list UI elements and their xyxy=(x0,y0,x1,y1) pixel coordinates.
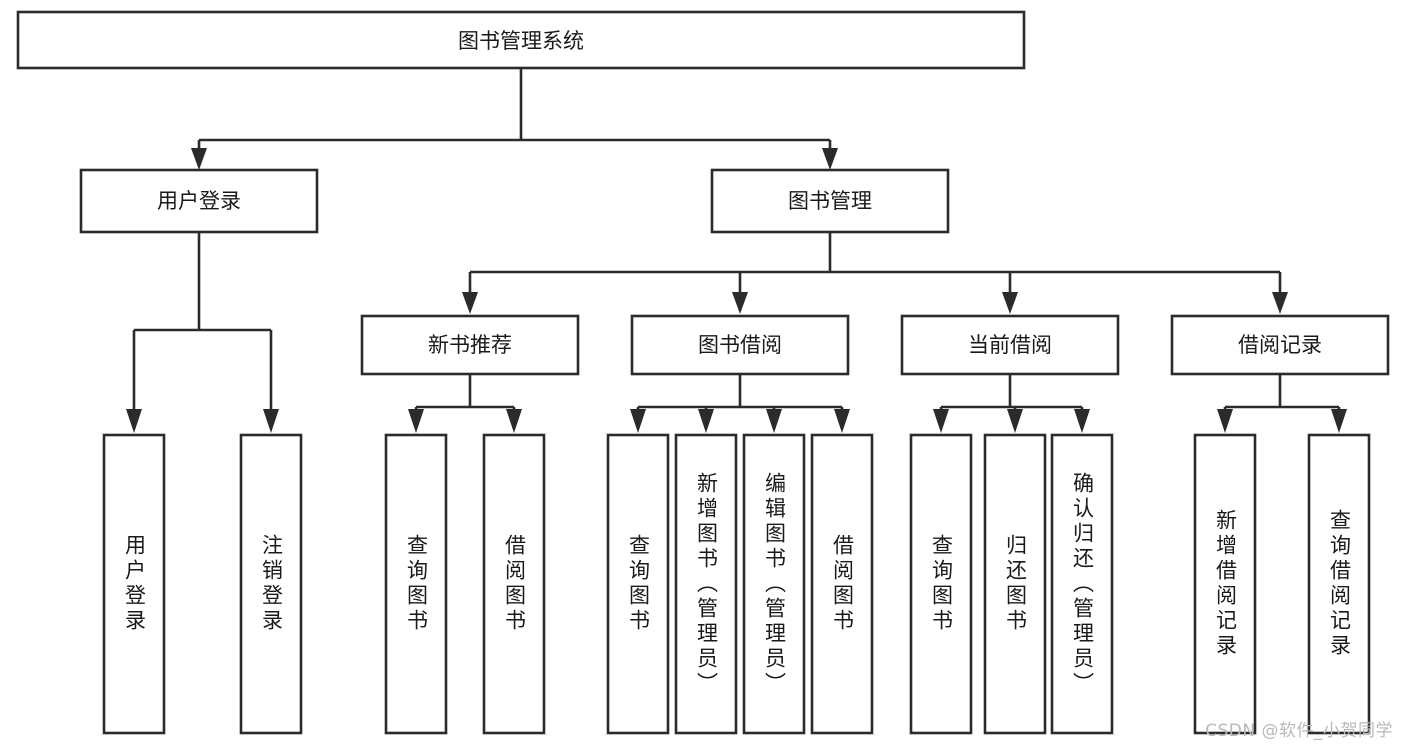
node-leaf-edit-book[interactable] xyxy=(742,433,806,735)
arrowhead-book-management xyxy=(822,148,838,170)
arrowhead-leaf-user-login xyxy=(126,409,142,433)
node-borrow-record[interactable]: 借阅记录 xyxy=(1170,314,1390,376)
arrowhead-book-borrow xyxy=(732,292,748,314)
node-leaf-query-book-1[interactable] xyxy=(384,433,448,735)
node-leaf-borrow-book-1[interactable] xyxy=(482,433,546,735)
node-leaf-logout[interactable] xyxy=(239,433,303,735)
arrowhead-current-borrow xyxy=(1002,292,1018,314)
node-book-management[interactable]: 图书管理 xyxy=(710,168,950,234)
node-current-borrow[interactable]: 当前借阅 xyxy=(900,314,1120,376)
node-leaf-add-book[interactable] xyxy=(674,433,738,735)
node-new-book-recommend-label: 新书推荐 xyxy=(428,333,512,357)
node-book-borrow[interactable]: 图书借阅 xyxy=(630,314,850,376)
arrowhead-leaf-confirm-return xyxy=(1074,409,1090,433)
node-leaf-query-record[interactable] xyxy=(1307,433,1371,735)
node-layer: 图书管理系统 用户登录 图书管理 新书推荐 图书借阅 当前借阅 借阅记录 xyxy=(16,10,1390,735)
node-user-login[interactable]: 用户登录 xyxy=(79,168,319,234)
arrowhead-leaf-edit-book xyxy=(766,409,782,433)
arrowhead-leaf-add-record xyxy=(1217,409,1233,433)
node-new-book-recommend[interactable]: 新书推荐 xyxy=(360,314,580,376)
node-borrow-record-label: 借阅记录 xyxy=(1238,333,1322,357)
arrowhead-new-book-recommend xyxy=(462,292,478,314)
arrowhead-borrow-record xyxy=(1272,292,1288,314)
arrowhead-user-login xyxy=(191,148,207,170)
arrowhead-leaf-add-book xyxy=(698,409,714,433)
arrowhead-leaf-borrow-book-1 xyxy=(506,409,522,433)
node-leaf-user-login[interactable] xyxy=(102,433,166,735)
node-book-management-label: 图书管理 xyxy=(788,189,872,213)
node-leaf-return-book[interactable] xyxy=(983,433,1047,735)
node-leaf-confirm-return[interactable] xyxy=(1050,433,1114,735)
node-leaf-borrow-book-2[interactable] xyxy=(810,433,874,735)
arrowhead-leaf-query-record xyxy=(1331,409,1347,433)
arrowhead-leaf-query-book-1 xyxy=(408,409,424,433)
leaf-rect-layer xyxy=(102,433,1371,735)
node-leaf-add-record[interactable] xyxy=(1193,433,1257,735)
arrowhead-leaf-return-book xyxy=(1007,409,1023,433)
arrowhead-leaf-borrow-book-2 xyxy=(834,409,850,433)
node-user-login-label: 用户登录 xyxy=(157,189,241,213)
node-book-borrow-label: 图书借阅 xyxy=(698,333,782,357)
node-root-label: 图书管理系统 xyxy=(458,29,584,53)
arrowhead-leaf-query-book-3 xyxy=(933,409,949,433)
edge-layer xyxy=(126,68,1347,433)
node-root[interactable]: 图书管理系统 xyxy=(16,10,1026,70)
arrowhead-leaf-query-book-2 xyxy=(630,409,646,433)
node-current-borrow-label: 当前借阅 xyxy=(968,333,1052,357)
node-leaf-query-book-2[interactable] xyxy=(606,433,670,735)
node-leaf-query-book-3[interactable] xyxy=(909,433,973,735)
csdn-watermark: CSDN @软件_小贺同学 xyxy=(1205,721,1393,741)
arrowhead-leaf-logout xyxy=(263,409,279,433)
